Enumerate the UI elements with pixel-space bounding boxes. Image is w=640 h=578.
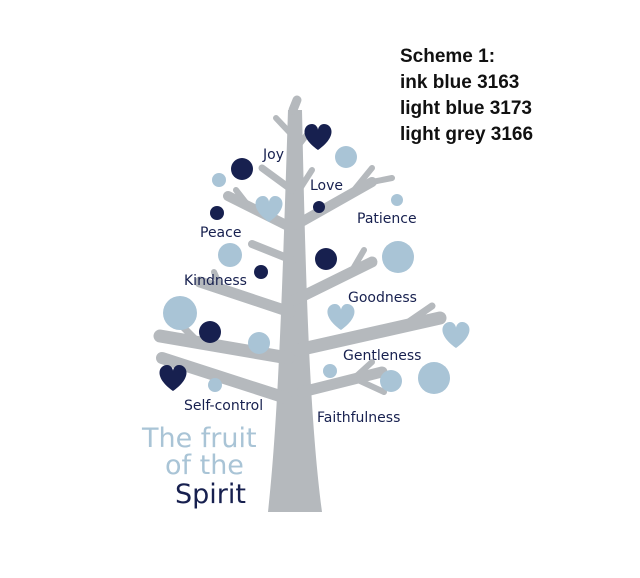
heart-icon	[327, 304, 355, 330]
fruit-circle	[199, 321, 221, 343]
fruit-circle	[391, 194, 403, 206]
scheme-color-light-grey: light grey 3166	[400, 124, 534, 145]
branch	[347, 359, 375, 385]
light-blue-circles	[163, 146, 450, 394]
branch	[288, 95, 302, 115]
heart-icon	[442, 322, 470, 348]
fruit-circle	[313, 201, 325, 213]
fruit-circle	[163, 296, 197, 330]
fruit-circle	[212, 173, 226, 187]
title-line-2: of the	[165, 450, 244, 481]
artwork-title: The fruit of the Spirit	[141, 423, 257, 510]
branch	[258, 164, 296, 194]
fruit-circle	[248, 332, 270, 354]
scheme-color-light-blue: light blue 3173	[400, 98, 532, 119]
fruit-circle	[218, 243, 242, 267]
title-line-1: The fruit	[141, 423, 257, 454]
branch	[289, 256, 378, 306]
branch	[211, 269, 225, 293]
label-self-control: Self-control	[184, 398, 263, 414]
label-faithfulness: Faithfulness	[317, 410, 400, 426]
label-kindness: Kindness	[184, 273, 247, 289]
branch	[194, 276, 296, 318]
fruit-circle	[208, 378, 222, 392]
label-joy: Joy	[262, 147, 284, 163]
fruit-circle	[210, 206, 224, 220]
branch	[153, 329, 295, 365]
heart-icon	[255, 196, 283, 222]
branch	[347, 247, 367, 277]
ink-blue-circles	[199, 158, 337, 343]
fruit-circle	[231, 158, 253, 180]
fruit-circle	[382, 241, 414, 273]
branch	[273, 115, 295, 138]
color-scheme-legend: Scheme 1: ink blue 3163 light blue 3173 …	[400, 44, 533, 148]
label-gentleness: Gentleness	[343, 348, 421, 364]
scheme-title: Scheme 1:	[400, 46, 496, 67]
fruit-circle	[323, 364, 337, 378]
branch	[347, 165, 375, 198]
label-peace: Peace	[200, 225, 241, 241]
branch	[355, 377, 387, 395]
fruit-circle	[380, 370, 402, 392]
branch	[369, 175, 395, 185]
hearts	[159, 124, 470, 391]
title-line-3: Spirit	[175, 479, 246, 510]
heart-icon	[159, 365, 187, 391]
scheme-color-ink-blue: ink blue 3163	[400, 72, 520, 93]
heart-icon	[304, 124, 332, 150]
label-goodness: Goodness	[348, 290, 417, 306]
label-patience: Patience	[357, 211, 417, 227]
branch	[293, 167, 315, 198]
fruit-circle	[254, 265, 268, 279]
tree-trunk-and-branches	[153, 95, 447, 512]
fruit-circle	[418, 362, 450, 394]
branch	[291, 177, 377, 230]
branch	[233, 187, 253, 211]
branch	[248, 240, 296, 264]
branch	[296, 366, 388, 398]
fruit-circle	[335, 146, 357, 168]
branch	[396, 302, 436, 332]
fruit-labels: Joy Love Peace Patience Kindness Goodnes…	[184, 147, 421, 426]
branch	[156, 352, 292, 404]
branch	[291, 311, 447, 357]
label-love: Love	[310, 178, 343, 194]
fruit-circle	[315, 248, 337, 270]
